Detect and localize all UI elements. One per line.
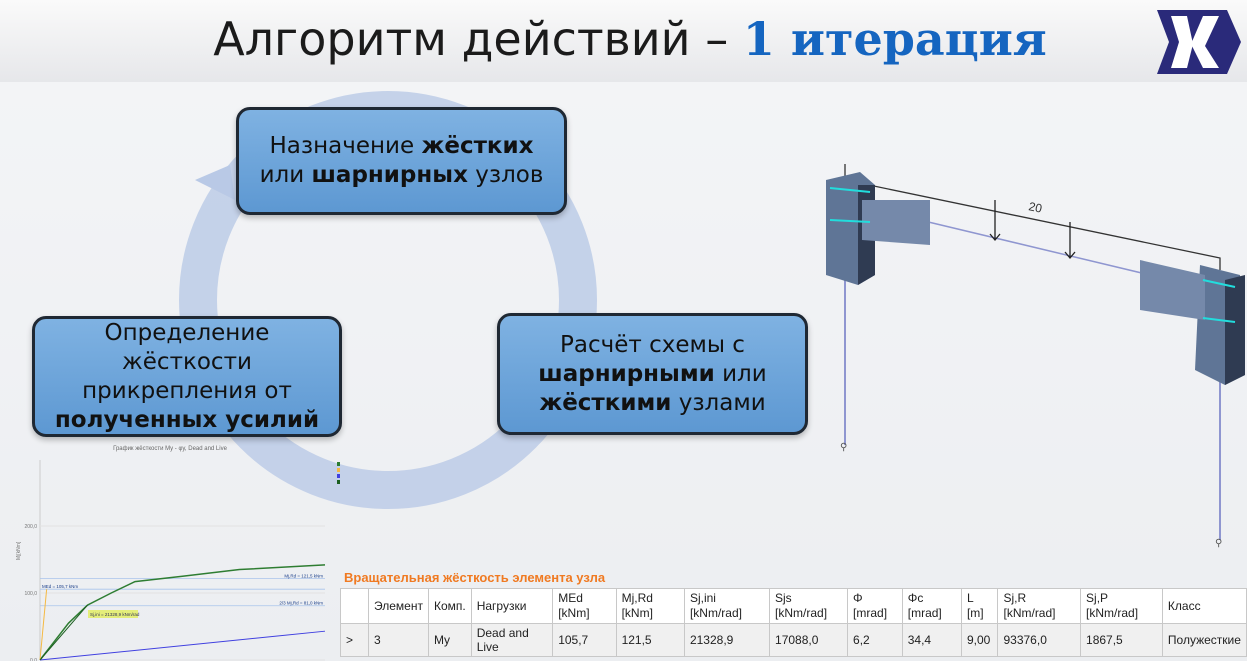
table-title: Вращательная жёсткость элемента узла <box>344 570 606 585</box>
column-header: Нагрузки <box>470 588 554 624</box>
table-cell: Полужесткие <box>1161 623 1247 657</box>
hline-label: Mj,Rd = 121,5 kNm <box>284 574 323 579</box>
y-tick-label: 200,0 <box>24 524 37 530</box>
annotation-bg <box>88 610 138 618</box>
table-cell: 3 <box>368 623 429 657</box>
column-header: Φc [mrad] <box>901 588 962 624</box>
svg-text:⚲: ⚲ <box>840 442 847 453</box>
column-header: MEd [kNm] <box>552 588 617 624</box>
table-cell: Dead and Live <box>470 623 554 657</box>
title-accent: 1 итерация <box>742 12 1047 66</box>
company-logo <box>1157 10 1241 74</box>
table-cell: 121,5 <box>615 623 685 657</box>
y-tick-label: 0,0 <box>30 658 37 661</box>
table-cell: My <box>427 623 472 657</box>
column-header: Sj,ini [kNm/rad] <box>683 588 771 624</box>
table-cell: 1867,5 <box>1080 623 1163 657</box>
legend-swatch <box>337 480 340 484</box>
title-main: Алгоритм действий – <box>213 12 743 66</box>
column-header: Sj,P [kNm/rad] <box>1080 588 1163 624</box>
column-header: Mj,Rd [kNm] <box>615 588 685 624</box>
slide-title: Алгоритм действий – 1 итерация <box>0 12 1247 66</box>
y-tick-label: 100,0 <box>24 591 37 597</box>
column-header: Класс <box>1161 588 1247 624</box>
expand-row-icon[interactable]: > <box>340 623 369 657</box>
table-cell: 105,7 <box>552 623 617 657</box>
table-cell: 93376,0 <box>997 623 1082 657</box>
svg-text:⚲: ⚲ <box>1215 538 1222 549</box>
table-cell: 17088,0 <box>769 623 849 657</box>
load-label: 20 <box>1027 199 1043 216</box>
series-line-sj <box>39 564 326 661</box>
hline-label: MEd = 105,7 kNm <box>42 584 78 589</box>
series-line-sjr <box>39 589 48 661</box>
title-bar: Алгоритм действий – 1 итерация <box>0 0 1247 82</box>
series-line-sjp <box>39 630 326 661</box>
legend-swatch <box>337 468 340 472</box>
table-cell: 34,4 <box>901 623 962 657</box>
stiffness-chart: График жёсткости My - φy, Dead and Live … <box>16 446 340 661</box>
annotation-label: Sj,ini = 21328,9 kNm/rad <box>90 612 140 617</box>
chart-title: График жёсткости My - φy, Dead and Live <box>113 446 228 452</box>
hline-label: 2/3 Mj,Rd = 81,0 kNm <box>279 601 323 606</box>
legend-swatch <box>337 474 340 478</box>
column-header: L [m] <box>960 588 999 624</box>
column-header: Sjs [kNm/rad] <box>769 588 849 624</box>
series-line-sjini <box>39 604 88 661</box>
table-cell: 6,2 <box>847 623 903 657</box>
frame-3d-model: 20 ⚲ ⚲ <box>826 164 1245 549</box>
legend-swatch <box>337 462 340 466</box>
column-header <box>340 588 369 624</box>
table-cell: 21328,9 <box>683 623 771 657</box>
column-header: Φ [mrad] <box>847 588 903 624</box>
column-header: Комп. <box>427 588 472 624</box>
column-header: Sj,R [kNm/rad] <box>997 588 1082 624</box>
y-axis-label: Mj[kNm] <box>16 541 22 560</box>
table-cell: 9,00 <box>960 623 999 657</box>
column-header: Элемент <box>368 588 429 624</box>
